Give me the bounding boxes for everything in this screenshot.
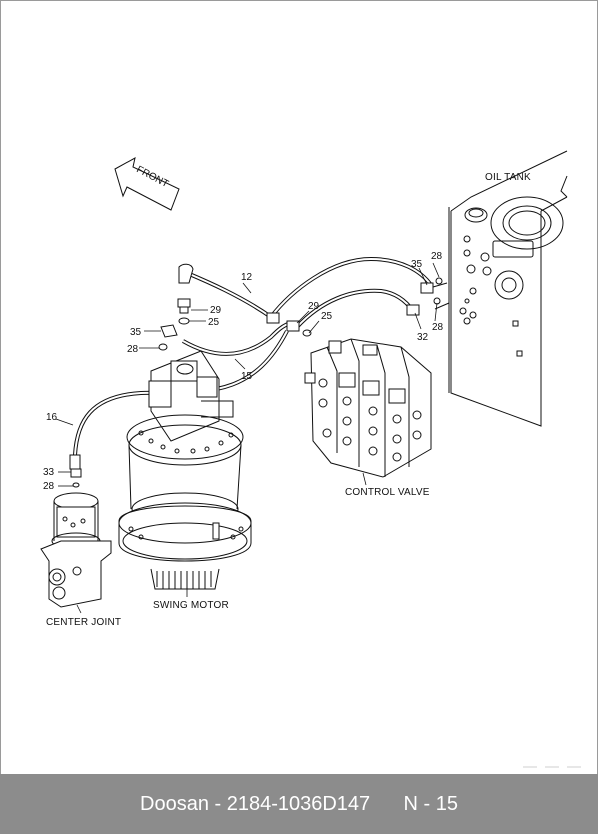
footer-separator: -: [208, 792, 227, 815]
callout-28: 28: [431, 251, 443, 262]
callout-29: 29: [210, 305, 222, 316]
hydraulic-diagram: FRONT OIL TANK CONTROL VALVE SWING MOTOR…: [40, 150, 581, 768]
callout-35: 35: [130, 327, 142, 338]
callout-25: 25: [321, 311, 333, 322]
callout-35: 35: [411, 259, 423, 270]
callout-28: 28: [43, 481, 55, 492]
footer-gap: [370, 793, 403, 816]
swing-motor-label: SWING MOTOR: [153, 600, 229, 611]
callout-32: 32: [417, 332, 429, 343]
callout-28: 28: [127, 344, 139, 355]
front-arrow: [114, 157, 180, 211]
footer-page: N - 15: [403, 792, 458, 815]
center-joint-label: CENTER JOINT: [46, 617, 121, 628]
footer-part-number: 2184-1036D147: [226, 792, 371, 815]
callout-25: 25: [208, 317, 220, 328]
hose-to-tank: [295, 282, 450, 329]
hose-15: [182, 320, 300, 356]
footer-brand: Doosan: [140, 792, 209, 815]
callout-12: 12: [241, 272, 253, 283]
control-valve: [304, 338, 432, 478]
fittings-29-25: [158, 277, 443, 351]
center-joint: [40, 468, 112, 608]
control-valve-label: CONTROL VALVE: [345, 487, 430, 498]
callout-33: 33: [43, 467, 55, 478]
footer-bar: Doosan - 2184-1036D147 N - 15: [0, 774, 598, 834]
oil-tank: [448, 150, 568, 427]
hose-12: [178, 256, 433, 324]
callout-15: 15: [241, 371, 253, 382]
oil-tank-label: OIL TANK: [485, 172, 531, 183]
swing-motor: [118, 350, 252, 590]
leader-lines: [55, 262, 440, 614]
callout-28: 28: [432, 322, 444, 333]
callout-16: 16: [46, 412, 58, 423]
callout-29: 29: [308, 301, 320, 312]
